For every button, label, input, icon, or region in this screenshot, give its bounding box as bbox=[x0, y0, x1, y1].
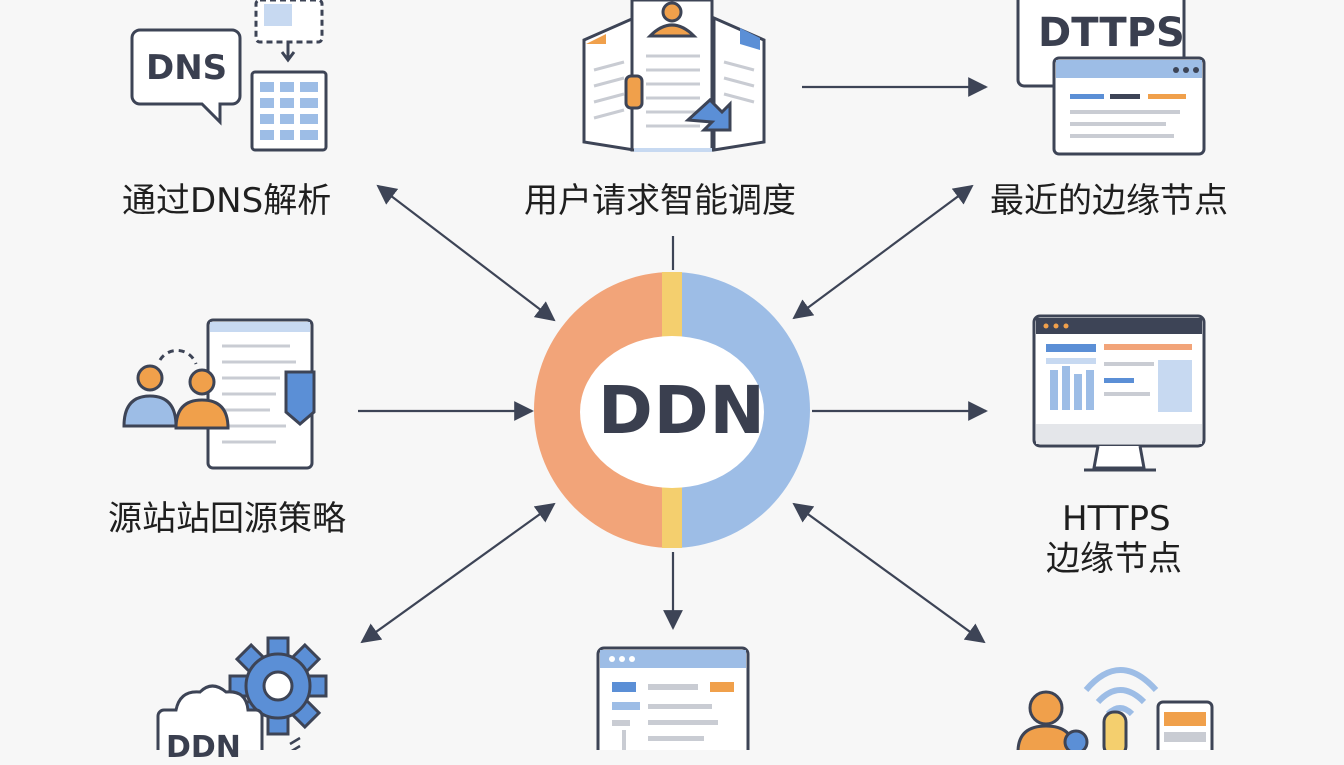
node-label-https-line1: HTTPS bbox=[1062, 499, 1171, 539]
arrow-wireless bbox=[792, 502, 986, 644]
arrow-nearest-edge bbox=[792, 184, 974, 320]
wifi-users-icon bbox=[1016, 667, 1214, 760]
browser-window-icon bbox=[1016, 0, 1206, 156]
ddn-config-icon-text: DDN bbox=[166, 730, 241, 765]
dns-bubble-icon bbox=[130, 0, 328, 152]
gear-cloud-icon bbox=[156, 636, 328, 754]
arrow-ddn-config bbox=[360, 502, 556, 644]
node-label-nearest-edge: 最近的边缘节点 bbox=[990, 181, 1228, 221]
monitor-dashboard-icon bbox=[1032, 314, 1206, 472]
users-document-icon bbox=[122, 318, 316, 470]
documents-user-icon bbox=[582, 0, 766, 152]
dashboard-panel-icon bbox=[596, 646, 750, 760]
arrow-dns bbox=[376, 184, 556, 322]
hub-label: DDN bbox=[598, 372, 766, 449]
dttps-icon-text: DTTPS bbox=[1038, 10, 1185, 56]
node-label-scheduling: 用户请求智能调度 bbox=[524, 181, 796, 221]
node-label-origin-policy: 源站站回源策略 bbox=[108, 499, 346, 539]
connectors bbox=[358, 77, 988, 644]
node-label-https-line2: 边缘节点 bbox=[1046, 539, 1182, 579]
ddn-hub bbox=[534, 272, 810, 548]
node-label-dns: 通过DNS解析 bbox=[122, 181, 332, 221]
dns-icon-text: DNS bbox=[146, 48, 228, 88]
